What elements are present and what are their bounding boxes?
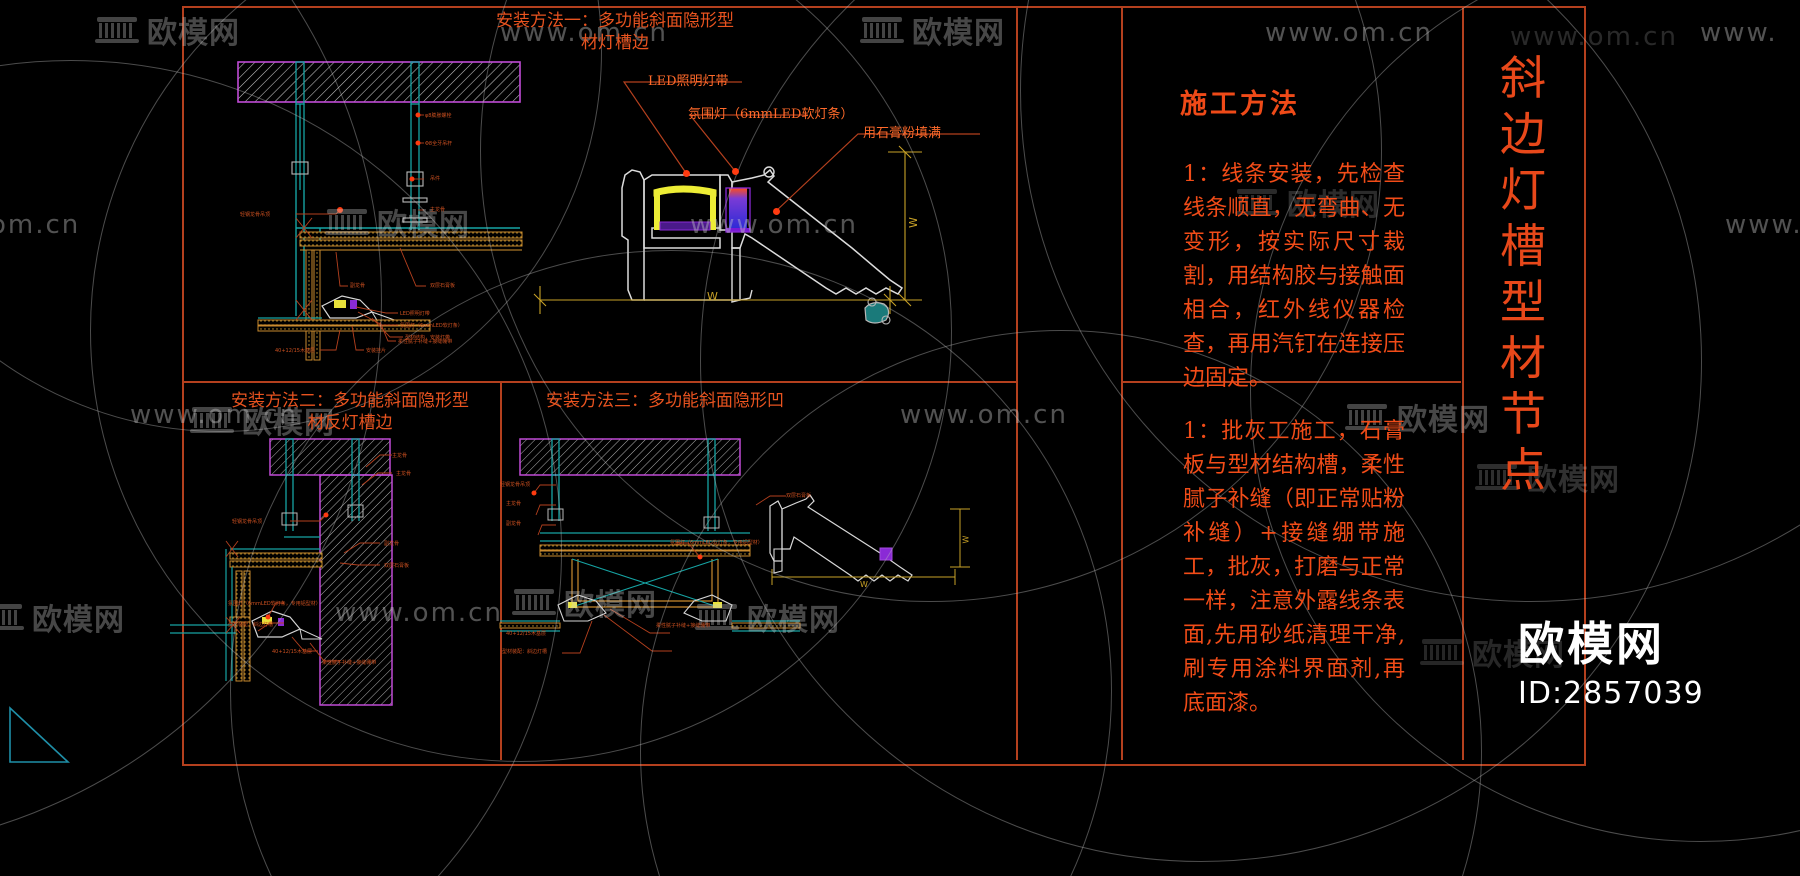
- callout-label-led: LED照明灯带: [648, 74, 729, 89]
- dimension-lines: [533, 145, 922, 314]
- frame-divider-horizontal-2: [1123, 381, 1461, 383]
- tiny-label-double-gypsum: 双层石膏板: [430, 283, 456, 289]
- construction-method-heading: 施工方法: [1180, 89, 1300, 120]
- callout-label-ambient: 氛围灯（6mmLED软灯条）: [688, 107, 854, 122]
- m3-label-profile: 型材装配：斜边灯槽: [502, 649, 548, 655]
- profile-leader-lines: [622, 81, 980, 212]
- m2-label-gypsum: 双层石膏板: [384, 563, 410, 569]
- m3-label-main-runner: 主龙骨: [506, 501, 522, 507]
- method-one-ceiling-detail: [237, 61, 523, 361]
- tiny-leader-lines-top: [296, 112, 426, 351]
- callout-dot-gypsum: [773, 208, 780, 215]
- callout-label-gypsum: 用石膏粉填满: [863, 126, 942, 141]
- brand-name: 欧模网: [1518, 617, 1665, 671]
- method-two-detail: [170, 438, 393, 706]
- frame-divider-vertical-3: [1121, 8, 1123, 760]
- tiny-label-profile-assembly: 型材结构，安装灯带: [405, 335, 451, 341]
- m3-label-putty: 柔性腻子补缝+接缝绷带: [656, 623, 711, 629]
- tiny-label-hanger-rod: Φ8全牙吊杆: [425, 141, 453, 147]
- tiny-label-hanger-clip: 吊件: [430, 176, 441, 182]
- frame-divider-vertical: [1016, 8, 1018, 760]
- m3-label-wood: 40+12/15木基层: [506, 631, 546, 637]
- method-three-title: 安装方法三：多功能斜面隐形凹: [546, 391, 784, 411]
- m3-label-ambient: 氛围灯（6mmLED软灯条，专用铝型材）: [670, 540, 763, 546]
- tiny-label-hanging-plate: 安装挂片: [366, 348, 387, 354]
- m3-dim-label-w-vertical: W: [961, 535, 971, 544]
- frame-divider-horizontal: [184, 381, 1016, 383]
- m2-label-ceiling: 轻钢龙骨吊顶: [232, 519, 263, 525]
- dimension-label-w-horizontal: W: [707, 290, 718, 303]
- frame-divider-vertical-2: [1462, 8, 1464, 760]
- brand-id: ID:2857039: [1518, 676, 1704, 711]
- tiny-label-ambient-small: 氛围灯（6mmLED软灯条）: [400, 323, 463, 329]
- callout-dot-led: [683, 170, 690, 177]
- tiny-label-wood-base: 40+12/15木基层: [275, 348, 315, 354]
- extrusion-profile-section: [621, 166, 904, 325]
- construction-paragraph-2: 1：批灰工施工，石膏板与型材结构槽，柔性腻子补缝（即正常贴粉补缝）+接缝绷带施工…: [1183, 419, 1405, 716]
- m3-label-secondary: 副龙骨: [506, 521, 522, 527]
- watermark-url: www.: [1700, 18, 1778, 48]
- m3-label-gypsum: 双层石膏板: [786, 493, 812, 499]
- construction-paragraph-1: 1：线条安装，先检查线条顺直，无弯曲、无变形，按实际尺寸裁割，用结构胶与接触面相…: [1183, 162, 1405, 391]
- dimension-label-w-vertical: W: [906, 217, 920, 228]
- tiny-label-expansion-bolt: φ8膨胀螺栓: [425, 113, 452, 119]
- drawing-border: [182, 6, 1586, 766]
- m2-label-main-runner: 主龙骨: [396, 471, 412, 477]
- method-two-title: 安装方法二：多功能斜面隐形型 材反灯槽边: [231, 391, 469, 433]
- m2-label-profile: 型材装配：斜边灯槽: [228, 622, 274, 628]
- tiny-label-putty-tape: 柔性腻子补缝+接缝绷带: [398, 339, 453, 345]
- callout-dot-ambient: [732, 168, 739, 175]
- m2-label-top-note: 主龙骨: [392, 453, 408, 459]
- watermark-url: www.: [1725, 210, 1800, 240]
- method-three-leaders: [531, 484, 786, 654]
- corner-triangle-marker: [9, 706, 71, 763]
- brand-block: 欧模网 ID:2857039: [1518, 608, 1704, 711]
- m3-dim-label-w-horizontal: W: [860, 580, 868, 589]
- sheet-vertical-title: 斜边灯槽型材节点: [1500, 51, 1546, 497]
- m2-label-putty: 柔性腻子补缝+接缝绷带: [322, 660, 377, 666]
- panel3-divider: [500, 383, 502, 760]
- method-two-leaders: [257, 454, 392, 662]
- tiny-label-main-runner: 主龙骨: [430, 207, 446, 213]
- method-one-title: 安装方法一：多功能斜面隐形型 材灯槽边: [496, 11, 734, 53]
- m2-label-ambient: 氛围灯（6mmLED软灯条，专用铝型材）: [228, 601, 321, 607]
- m2-label-wood: 40+12/15木基层: [272, 649, 312, 655]
- m3-label-ceiling: 轻钢龙骨吊顶: [500, 482, 531, 488]
- tiny-label-led-strip-small: LED照明灯带: [400, 311, 430, 317]
- tiny-label-light-steel-ceiling: 轻钢龙骨吊顶: [240, 212, 271, 218]
- tiny-label-secondary-runner: 副龙骨: [350, 283, 366, 289]
- m2-label-secondary: 副龙骨: [384, 541, 400, 547]
- method-three-detail: [499, 438, 970, 632]
